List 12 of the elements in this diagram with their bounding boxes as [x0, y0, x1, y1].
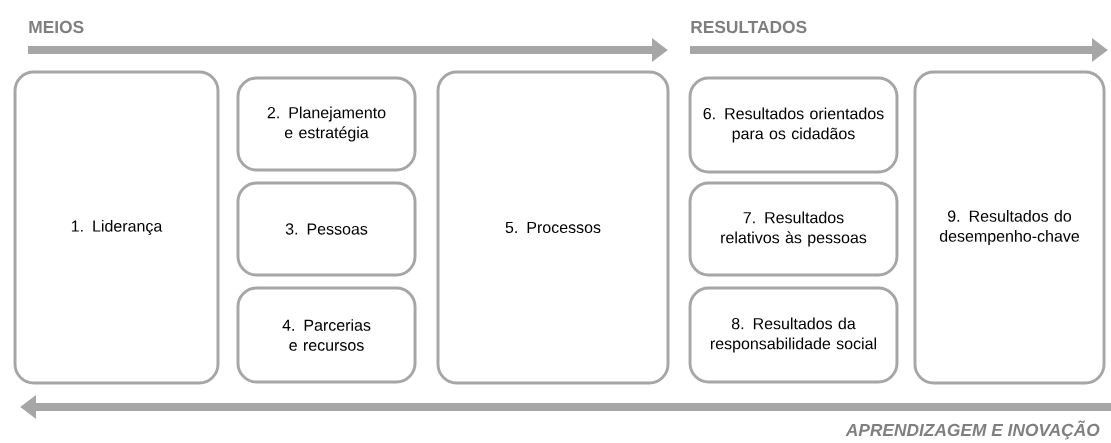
rounded-box: 8. Resultados da responsabilidade social	[688, 286, 899, 384]
section-heading: RESULTADOS	[691, 20, 807, 34]
rounded-box: 1. Liderança	[13, 70, 220, 385]
section-heading: MEIOS	[29, 20, 84, 34]
rounded-box: 9. Resultados do desempenho-chave	[913, 70, 1106, 385]
section-heading: APRENDIZAGEM E INOVAÇÃO	[845, 420, 1100, 440]
rounded-box: 6. Resultados orientados para os cidadãos	[688, 76, 899, 174]
rounded-box: 2. Planejamento e estratégia	[236, 76, 417, 172]
rounded-box: 7. Resultados relativos às pessoas	[688, 181, 899, 277]
rounded-box: 3. Pessoas	[236, 181, 417, 277]
rounded-box: 5. Processos	[436, 70, 670, 385]
rounded-box: 4. Parcerias e recursos	[236, 286, 417, 384]
